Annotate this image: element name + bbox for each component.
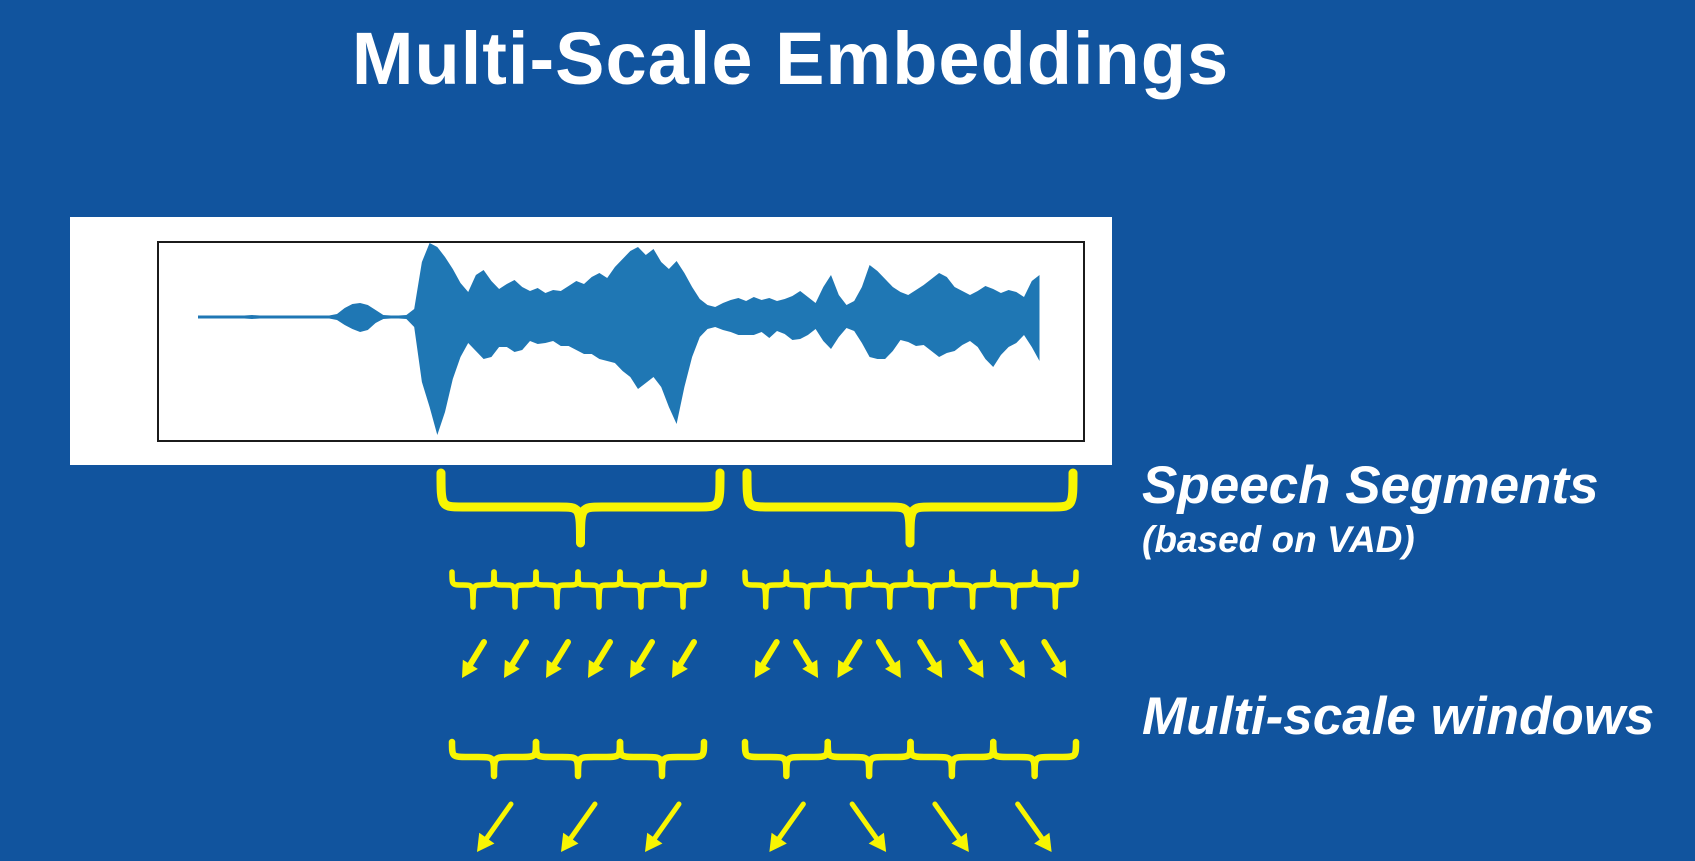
small-window-brace bbox=[866, 569, 914, 610]
medium-window-arrow-head bbox=[769, 832, 787, 852]
small-window-arrow-head bbox=[967, 659, 984, 678]
small-window-arrow-shaft bbox=[958, 639, 980, 670]
speech-segments-label: Speech Segments bbox=[1142, 456, 1599, 515]
small-window-arrow-head bbox=[630, 659, 646, 678]
medium-window-arrow-shaft bbox=[482, 801, 514, 844]
multiscale-windows-label: Multi-scale windows bbox=[1142, 687, 1655, 746]
small-window-arrow-shaft bbox=[633, 639, 655, 670]
medium-window-brace bbox=[532, 738, 624, 780]
small-window-arrow-shaft bbox=[675, 639, 697, 670]
medium-window-arrow-head bbox=[561, 832, 579, 852]
medium-window-arrow-head bbox=[868, 832, 887, 852]
medium-window-arrow-shaft bbox=[1015, 801, 1047, 844]
small-window-brace bbox=[659, 569, 707, 610]
medium-window-brace bbox=[990, 738, 1080, 780]
small-window-arrow-head bbox=[546, 659, 562, 678]
speech-segments-label-block: Speech Segments (based on VAD) bbox=[1142, 455, 1599, 562]
small-window-brace bbox=[825, 569, 872, 610]
vad-note-label: (based on VAD) bbox=[1142, 518, 1415, 560]
small-window-arrow-shaft bbox=[465, 639, 487, 670]
small-window-arrow-shaft bbox=[875, 639, 898, 670]
small-window-arrow-head bbox=[588, 659, 604, 678]
small-window-brace bbox=[533, 569, 581, 610]
medium-window-arrow-head bbox=[1034, 832, 1052, 852]
speech-segment-brace bbox=[436, 468, 725, 548]
small-window-brace bbox=[990, 569, 1038, 610]
small-window-arrow-head bbox=[884, 659, 901, 678]
small-window-brace bbox=[449, 569, 497, 610]
small-window-arrow-shaft bbox=[1041, 639, 1063, 670]
small-window-arrow-shaft bbox=[917, 639, 939, 670]
small-window-arrow-head bbox=[504, 659, 520, 678]
small-window-arrow-shaft bbox=[758, 639, 780, 670]
small-window-arrow-shaft bbox=[507, 639, 529, 670]
small-window-brace bbox=[575, 569, 623, 610]
small-window-arrow-head bbox=[672, 659, 688, 678]
small-window-brace bbox=[907, 569, 955, 610]
medium-window-arrow-head bbox=[477, 832, 495, 852]
small-window-brace bbox=[491, 569, 539, 610]
small-window-brace bbox=[742, 569, 790, 610]
medium-window-arrow-head bbox=[951, 832, 969, 852]
medium-window-arrow-shaft bbox=[849, 801, 881, 844]
medium-window-brace bbox=[448, 738, 540, 780]
small-window-brace bbox=[1031, 569, 1079, 610]
small-window-arrow-head bbox=[837, 659, 854, 678]
page-title: Multi-Scale Embeddings bbox=[351, 17, 1230, 100]
small-window-arrow-shaft bbox=[793, 639, 815, 670]
medium-window-arrow-head bbox=[645, 832, 663, 852]
small-window-arrow-shaft bbox=[841, 639, 863, 670]
small-window-arrow-shaft bbox=[591, 639, 613, 670]
small-window-arrow-head bbox=[754, 659, 771, 678]
small-window-arrow-head bbox=[1009, 659, 1025, 678]
small-window-arrow-head bbox=[926, 659, 943, 678]
small-window-arrow-head bbox=[462, 659, 478, 678]
medium-window-brace bbox=[824, 738, 914, 780]
medium-window-arrow-shaft bbox=[650, 801, 682, 844]
waveform-frame bbox=[157, 241, 1085, 442]
speech-segment-brace bbox=[742, 468, 1078, 548]
medium-window-brace bbox=[741, 738, 831, 780]
small-window-brace bbox=[617, 569, 665, 610]
waveform-panel bbox=[70, 217, 1112, 465]
medium-window-arrow-shaft bbox=[774, 801, 806, 844]
medium-window-arrow-shaft bbox=[932, 801, 964, 844]
medium-window-brace bbox=[616, 738, 708, 780]
small-window-arrow-shaft bbox=[549, 639, 571, 670]
small-window-arrow-head bbox=[802, 659, 819, 678]
small-window-arrow-head bbox=[1050, 659, 1067, 678]
medium-window-brace bbox=[907, 738, 997, 780]
small-window-brace bbox=[783, 569, 831, 610]
small-window-arrow-shaft bbox=[999, 639, 1022, 670]
medium-window-arrow-shaft bbox=[566, 801, 598, 844]
small-window-brace bbox=[949, 569, 996, 610]
